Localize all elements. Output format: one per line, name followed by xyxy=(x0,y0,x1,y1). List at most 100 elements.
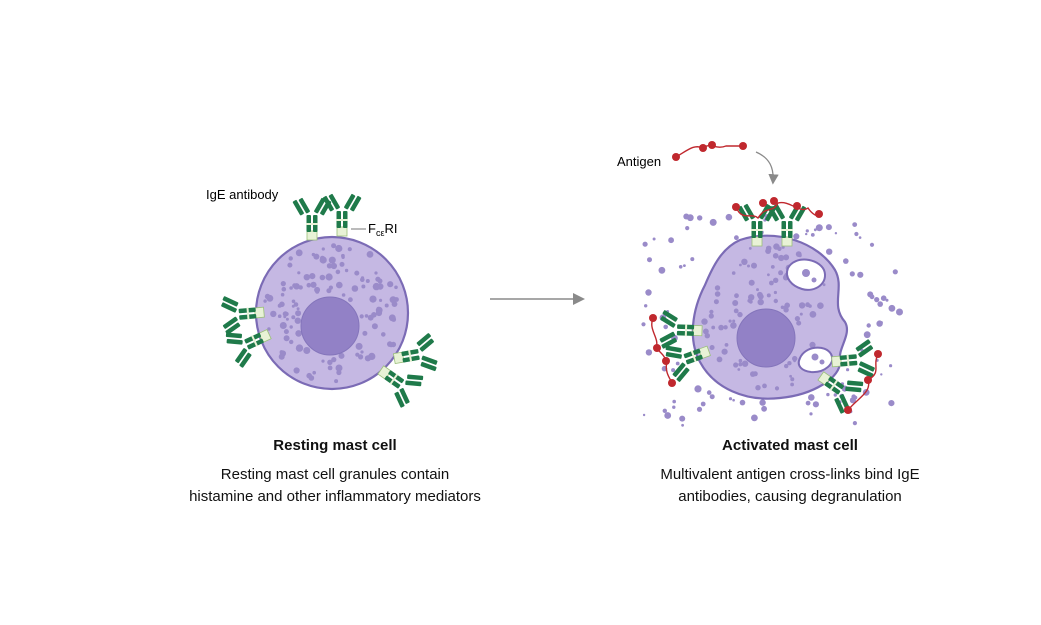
activated-mast-cell xyxy=(641,141,903,427)
antigen-epitopes xyxy=(649,197,882,414)
granule xyxy=(896,308,903,316)
granule xyxy=(765,245,772,252)
granule xyxy=(267,327,271,331)
granule xyxy=(679,415,686,422)
granule xyxy=(739,399,746,406)
granule xyxy=(390,341,397,348)
granule xyxy=(815,224,823,232)
granule xyxy=(341,293,346,297)
granule xyxy=(310,281,317,288)
granule xyxy=(880,373,883,376)
granule xyxy=(295,249,303,257)
granule xyxy=(822,283,826,287)
granule xyxy=(777,246,782,251)
granule xyxy=(321,247,325,251)
activated-granules xyxy=(701,243,826,391)
granule xyxy=(325,273,333,281)
granule xyxy=(312,370,317,375)
granule xyxy=(778,254,785,262)
granule xyxy=(647,257,652,263)
granule xyxy=(808,396,812,400)
granule xyxy=(339,261,345,267)
granule xyxy=(732,300,739,306)
granule xyxy=(752,371,758,377)
granule xyxy=(295,330,302,337)
granule xyxy=(295,344,304,352)
granule xyxy=(796,320,802,326)
granule xyxy=(294,317,301,324)
granule xyxy=(724,343,729,347)
granule xyxy=(854,231,859,237)
granule xyxy=(700,401,706,407)
granule xyxy=(799,312,803,316)
granule xyxy=(645,289,652,296)
granule xyxy=(798,302,806,309)
granule xyxy=(846,368,850,372)
granule xyxy=(264,293,271,300)
granule xyxy=(783,254,790,261)
granule xyxy=(810,233,815,237)
granule xyxy=(706,390,712,395)
granule xyxy=(334,379,339,384)
activated-cell-title: Activated mast cell xyxy=(722,437,858,454)
granule xyxy=(394,285,398,290)
granule xyxy=(320,255,325,261)
vesicle-granule xyxy=(811,353,819,361)
resting-antibody-top-2 xyxy=(321,193,363,237)
granule xyxy=(709,218,717,226)
granule xyxy=(283,335,290,342)
granule xyxy=(769,280,774,286)
activated-desc-line2: antibodies, causing degranulation xyxy=(678,488,902,505)
granule xyxy=(364,314,369,318)
granule xyxy=(708,313,714,319)
granule xyxy=(778,270,784,276)
granule xyxy=(308,375,315,381)
granule xyxy=(741,258,748,265)
granule xyxy=(747,264,750,268)
granule xyxy=(355,352,360,357)
granule xyxy=(319,274,326,281)
granule xyxy=(377,283,384,290)
granule xyxy=(344,268,349,273)
granule xyxy=(287,262,293,268)
granule xyxy=(360,277,365,283)
granule xyxy=(701,318,708,325)
granule xyxy=(289,339,294,345)
granule xyxy=(311,252,316,257)
granule xyxy=(296,307,300,311)
granule xyxy=(367,314,374,321)
granule xyxy=(303,274,310,281)
ige-antibody-label: IgE antibody xyxy=(206,187,279,202)
granule xyxy=(723,325,728,330)
granule xyxy=(361,284,366,289)
granule xyxy=(303,347,311,354)
granule xyxy=(805,229,809,233)
granule xyxy=(672,399,676,404)
granule xyxy=(309,273,316,280)
granule xyxy=(371,323,378,330)
granule xyxy=(766,293,771,298)
granule xyxy=(852,421,858,426)
resting-desc-line2: histamine and other inflammatory mediato… xyxy=(189,488,481,505)
granule xyxy=(732,398,735,402)
granule xyxy=(756,288,759,292)
granule xyxy=(280,281,286,287)
granule xyxy=(877,301,883,307)
granule xyxy=(718,324,724,331)
granule xyxy=(365,279,370,283)
granule xyxy=(869,242,875,247)
granule xyxy=(341,253,345,258)
granule xyxy=(853,395,858,400)
granule xyxy=(863,331,871,339)
vesicle-granule xyxy=(802,269,810,277)
granule xyxy=(369,295,377,303)
granule xyxy=(336,281,343,289)
fceri-label: FcεRI xyxy=(368,221,397,238)
granule xyxy=(733,362,739,368)
granule xyxy=(770,265,775,269)
granule xyxy=(686,214,694,222)
granule xyxy=(733,308,739,314)
antigen-arrow xyxy=(755,151,779,185)
granule xyxy=(784,302,790,309)
granule xyxy=(364,355,371,362)
